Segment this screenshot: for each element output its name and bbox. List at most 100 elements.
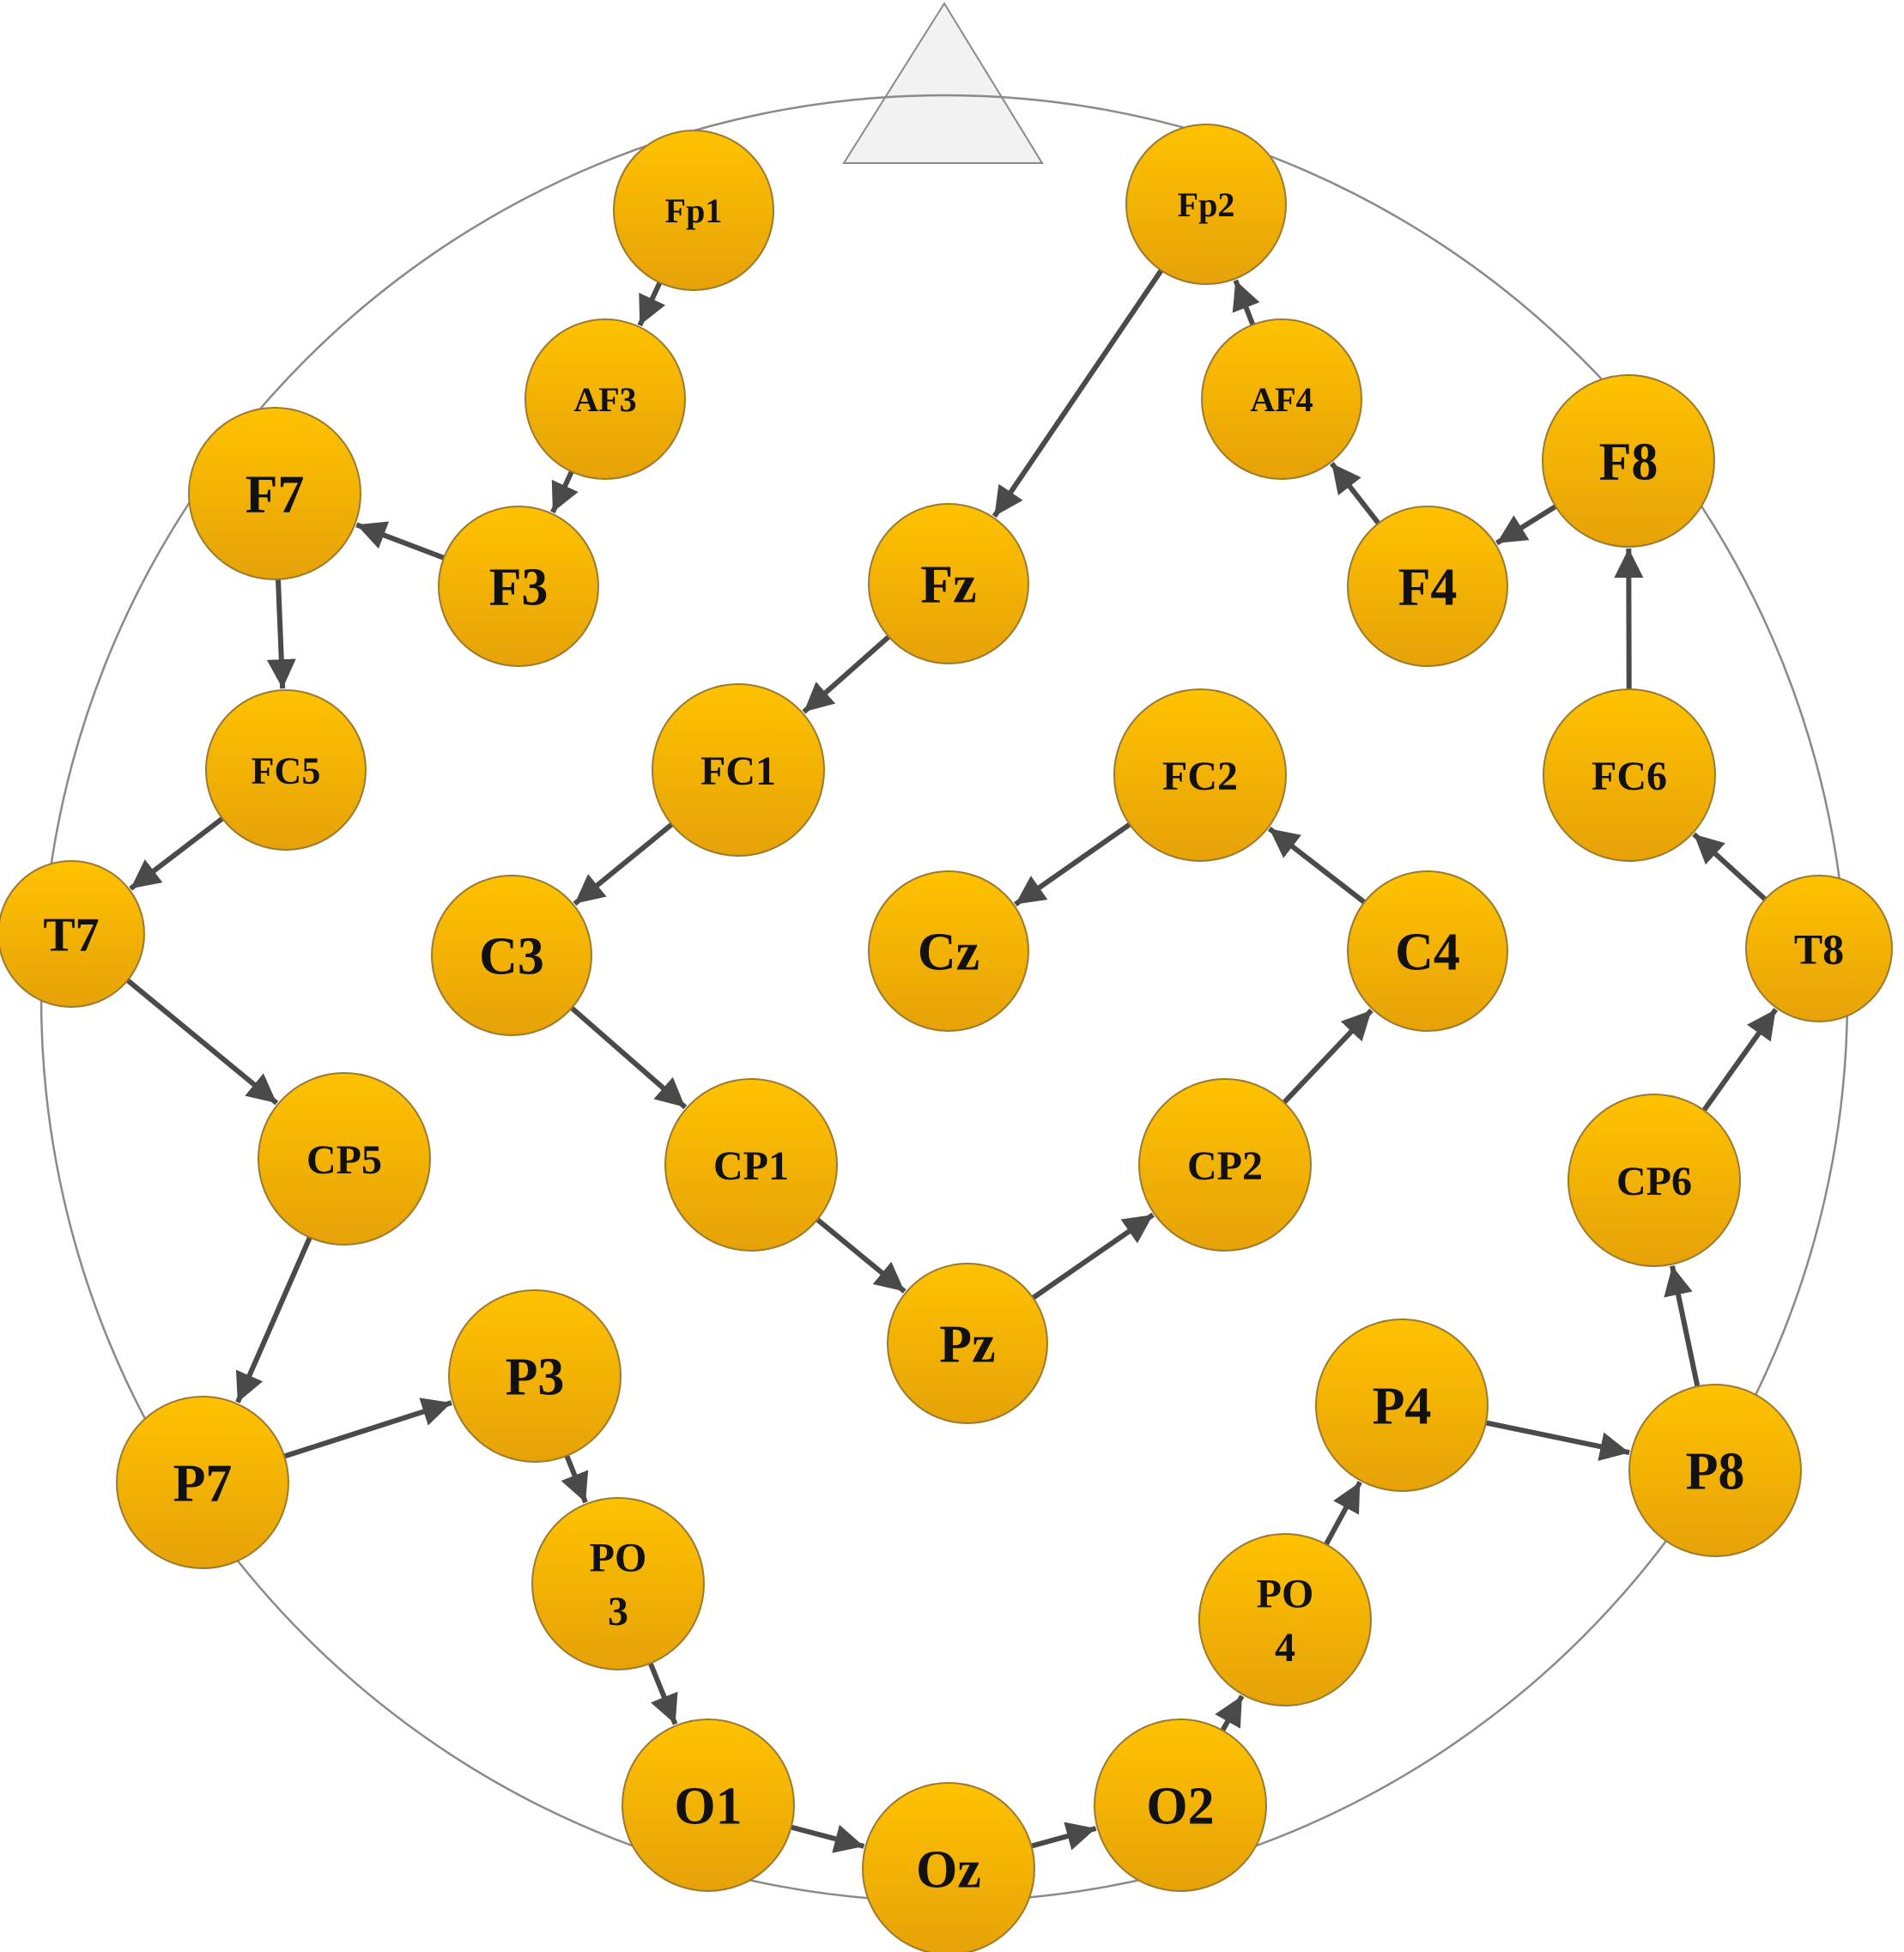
electrode-circle: [1138, 1078, 1312, 1252]
electrode-CP5: CP5: [258, 1072, 431, 1246]
edges-layer: [125, 269, 1779, 1853]
electrode-Cz: Cz: [868, 870, 1029, 1032]
edge-P8-to-CP6: [1664, 1265, 1701, 1387]
edge-Fp2-to-Fz: [991, 269, 1164, 518]
electrode-circle: [868, 503, 1029, 664]
edge-F3-to-F7: [355, 521, 446, 561]
electrode-label: F7: [246, 466, 305, 524]
edge-T7-to-CP5: [125, 978, 279, 1106]
edge-F8-to-F4: [1495, 504, 1557, 546]
electrode-FC2: FC2: [1113, 688, 1287, 862]
electrode-circle: [1113, 688, 1287, 862]
electrode-circle: [0, 860, 145, 1008]
electrode-circle: [438, 506, 599, 667]
electrode-Pz: Pz: [887, 1263, 1048, 1424]
electrode-label: T8: [1794, 925, 1844, 973]
edge-P3-to-PO3: [561, 1454, 589, 1504]
electrode-label: FC1: [700, 749, 776, 794]
electrode-Fp1: Fp1: [613, 130, 774, 291]
electrode-circle: [1201, 318, 1362, 480]
electrode-F7: F7: [188, 407, 361, 580]
electrode-label: F4: [1398, 559, 1458, 617]
electrode-circle: [1628, 1384, 1802, 1557]
edge-FC2-to-Cz: [1014, 821, 1131, 906]
electrode-label: Cz: [918, 924, 979, 982]
electrode-label: C4: [1395, 924, 1460, 982]
electrode-circle: [1347, 870, 1508, 1032]
edge-O1-to-Oz: [790, 1824, 865, 1853]
electrode-label: FC5: [252, 749, 321, 791]
electrode-P8: P8: [1628, 1384, 1802, 1557]
electrode-circle: [258, 1072, 431, 1246]
edge-PO3-to-O1: [647, 1662, 678, 1725]
electrode-label: AF4: [1250, 380, 1313, 419]
electrode-circle: [525, 318, 686, 480]
electrode-circle: [1094, 1719, 1267, 1892]
electrode-CP1: CP1: [664, 1078, 838, 1252]
edge-O2-to-PO4: [1215, 1694, 1245, 1732]
electrode-label: Fp2: [1178, 185, 1235, 224]
electrode-circle: [1315, 1319, 1489, 1492]
electrode-circle: [431, 875, 592, 1036]
electrode-C3: C3: [431, 875, 592, 1036]
electrode-label: F8: [1599, 433, 1658, 492]
edge-CP1-to-Pz: [816, 1217, 907, 1294]
electrode-F3: F3: [438, 506, 599, 667]
electrode-AF4: AF4: [1201, 318, 1362, 480]
electrode-T7: T7: [0, 860, 145, 1008]
electrode-label: P8: [1686, 1443, 1745, 1501]
edge-P4-to-P8: [1485, 1420, 1630, 1461]
electrode-circle: [622, 1719, 795, 1892]
electrode-circle: [862, 1782, 1035, 1952]
electrode-circle: [652, 683, 825, 857]
electrode-P4: P4: [1315, 1319, 1489, 1492]
electrode-P3: P3: [448, 1289, 622, 1463]
edge-CP5-to-P7: [235, 1236, 312, 1403]
electrode-circle: [1745, 875, 1893, 1022]
edge-FC5-to-T7: [129, 816, 224, 891]
edge-CP2-to-C4: [1282, 1008, 1373, 1105]
electrode-label: CP6: [1616, 1159, 1692, 1204]
edge-F7-to-FC5: [266, 579, 296, 689]
electrode-P7: P7: [116, 1396, 289, 1569]
electrode-label: P7: [173, 1455, 233, 1513]
electrode-label: CP2: [1187, 1143, 1263, 1189]
electrode-label: FC2: [1162, 754, 1238, 799]
electrode-circle: [1542, 374, 1715, 548]
edge-C4-to-FC2: [1267, 827, 1367, 905]
electrode-label: FC6: [1592, 754, 1667, 799]
electrode-CP6: CP6: [1567, 1094, 1741, 1267]
electrode-label: CP5: [306, 1137, 382, 1183]
electrode-circle: [1543, 688, 1716, 862]
electrode-FC6: FC6: [1543, 688, 1716, 862]
electrode-circle: [1347, 506, 1508, 667]
electrode-label: O2: [1146, 1778, 1214, 1836]
edge-Oz-to-O2: [1030, 1822, 1097, 1851]
electrode-label: Oz: [916, 1841, 981, 1900]
edge-Pz-to-CP2: [1031, 1212, 1155, 1300]
edge-AF3-to-F3: [550, 470, 579, 514]
edge-F4-to-AF4: [1330, 462, 1381, 525]
electrode-circle: [868, 870, 1029, 1032]
electrode-F4: F4: [1347, 506, 1508, 667]
electrode-FC1: FC1: [652, 683, 825, 857]
electrode-circle: [188, 407, 361, 580]
edge-CP6-to-T8: [1701, 1008, 1779, 1112]
electrode-O1: O1: [622, 1719, 795, 1892]
edge-Fp1-to-AF3: [637, 281, 666, 327]
electrode-label: P4: [1373, 1378, 1432, 1436]
electrode-circle: [1567, 1094, 1741, 1267]
edge-Fz-to-FC1: [802, 634, 891, 714]
electrode-O2: O2: [1094, 1719, 1267, 1892]
electrode-FC5: FC5: [205, 689, 367, 851]
electrode-circle: [448, 1289, 622, 1463]
electrode-label: Fz: [920, 556, 976, 615]
electrode-label: F3: [489, 559, 549, 617]
edge-T8-to-FC6: [1692, 832, 1768, 901]
electrode-circle: [1198, 1533, 1372, 1706]
